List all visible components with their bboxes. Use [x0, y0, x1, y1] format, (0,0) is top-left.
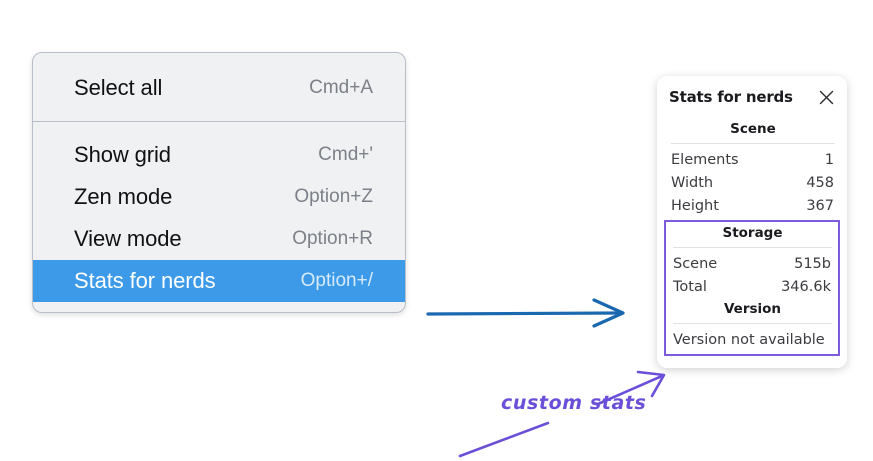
version-text: Version not available [673, 332, 825, 348]
menu-item-shortcut: Cmd+A [309, 77, 373, 98]
menu-item-label: Show grid [74, 142, 171, 167]
context-menu[interactable]: Select all Cmd+A Show grid Cmd+' Zen mod… [32, 52, 406, 313]
section-heading-storage: Storage [722, 225, 783, 241]
menu-item-shortcut: Option+R [292, 228, 373, 249]
menu-item-select-all[interactable]: Select all Cmd+A [33, 67, 405, 109]
stat-row-storage-total: Total 346.6k [671, 275, 834, 298]
stat-row-storage-scene: Scene 515b [671, 252, 834, 275]
menu-group-1: Select all Cmd+A [33, 59, 405, 121]
stat-value: 458 [806, 174, 834, 191]
stat-value: 515b [794, 255, 831, 272]
stat-value: 1 [824, 151, 834, 168]
stat-value: 346.6k [781, 278, 831, 295]
section-heading-scene: Scene [730, 121, 776, 137]
stat-value: 367 [806, 197, 834, 214]
divider [673, 323, 832, 324]
menu-item-shortcut: Option+/ [300, 270, 373, 291]
stat-key: Elements [671, 151, 739, 168]
panel-title: Stats for nerds [669, 88, 793, 106]
menu-item-shortcut: Option+Z [294, 186, 373, 207]
menu-item-stats-for-nerds[interactable]: Stats for nerds Option+/ [33, 260, 405, 302]
purple-underline-stroke [458, 421, 550, 458]
menu-item-label: Select all [74, 75, 163, 100]
menu-group-2: Show grid Cmd+' Zen mode Option+Z View m… [33, 122, 405, 302]
stats-for-nerds-panel: Stats for nerds Scene Elements 1 Width 4… [657, 76, 847, 368]
stat-row-height: Height 367 [669, 194, 837, 217]
stat-key: Width [671, 174, 714, 191]
menu-item-shortcut: Cmd+' [318, 144, 373, 165]
stat-key: Height [671, 197, 719, 214]
custom-stats-highlight-box: Storage Scene 515b Total 346.6k Version … [664, 220, 840, 356]
blue-arrow-icon [426, 298, 625, 328]
menu-item-label: Stats for nerds [74, 268, 216, 293]
section-heading-version: Version [723, 301, 782, 317]
custom-stats-annotation-label: custom stats [501, 392, 647, 414]
menu-item-zen-mode[interactable]: Zen mode Option+Z [33, 176, 405, 218]
menu-item-label: View mode [74, 226, 182, 251]
menu-divider [33, 121, 405, 122]
stat-row-elements: Elements 1 [669, 148, 837, 171]
close-icon[interactable] [818, 89, 835, 106]
divider [673, 247, 832, 248]
stat-key: Total [673, 278, 707, 295]
menu-item-view-mode[interactable]: View mode Option+R [33, 218, 405, 260]
menu-item-show-grid[interactable]: Show grid Cmd+' [33, 134, 405, 176]
menu-item-label: Zen mode [74, 184, 173, 209]
stat-key: Scene [673, 255, 718, 272]
stat-row-width: Width 458 [669, 171, 837, 194]
divider [671, 143, 835, 144]
panel-header: Stats for nerds [669, 88, 837, 106]
